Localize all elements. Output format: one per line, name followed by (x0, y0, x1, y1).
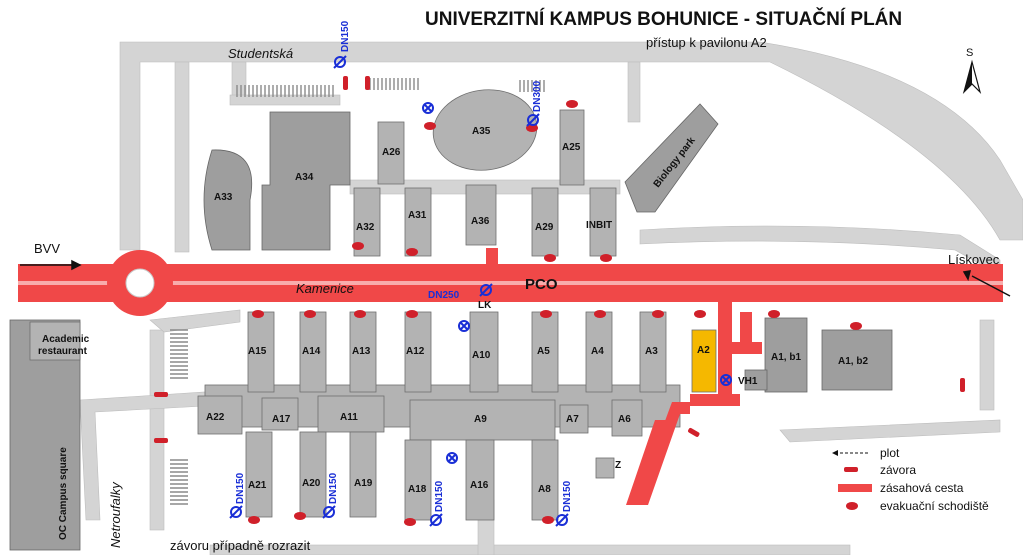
bld-a13: A13 (352, 346, 371, 357)
legend-zavora: závora (880, 463, 916, 477)
street-netroufalky: Netroufalky (108, 481, 123, 548)
street-liskovec: Lískovec (948, 252, 1000, 267)
bld-a19: A19 (354, 478, 373, 489)
bld-a1-b2: A1, b2 (838, 356, 868, 367)
bld-a16: A16 (470, 480, 489, 491)
bld-a7: A7 (566, 414, 579, 425)
street-kamenice: Kamenice (296, 281, 354, 296)
map-subtitle: přístup k pavilonu A2 (646, 35, 767, 50)
arrow-bvv-icon (20, 259, 82, 271)
bld-a33: A33 (214, 192, 233, 203)
bld-a2: A2 (697, 345, 710, 356)
pipe-labels: DN150 DN300 DN250 DN150 DN150 DN150 DN15… (235, 20, 573, 512)
pco-label: PCO (525, 276, 558, 293)
bld-a17: A17 (272, 414, 291, 425)
bld-a25: A25 (562, 142, 581, 153)
dn300: DN300 (532, 80, 543, 112)
bld-a31: A31 (408, 210, 427, 221)
legend: plot závora zásahová cesta evakuační sch… (832, 446, 989, 513)
bld-a11: A11 (340, 412, 358, 423)
dn150-a18: DN150 (434, 480, 445, 512)
bld-a9: A9 (474, 414, 487, 425)
lk-label: LK (478, 300, 492, 311)
bld-a4: A4 (591, 346, 604, 357)
vh1-label: VH1 (738, 376, 758, 387)
north-label: S (966, 47, 973, 59)
street-bvv: BVV (34, 241, 60, 256)
access-route (486, 248, 762, 505)
bld-a21: A21 (248, 480, 267, 491)
map-title: UNIVERZITNÍ KAMPUS BOHUNICE - SITUAČNÍ P… (425, 8, 902, 30)
bld-a36: A36 (471, 216, 490, 227)
building-labels: A34 A33 A26 A35 A25 A32 A31 A36 A29 INBI… (206, 126, 868, 495)
bld-a20: A20 (302, 478, 321, 489)
dn150-north: DN150 (340, 20, 351, 52)
north-arrow-icon: S (962, 47, 982, 95)
bld-a26: A26 (382, 147, 401, 158)
building-a2-highlight (691, 329, 717, 393)
oc-campus-square-label: OC Campus square (58, 447, 69, 540)
south-buildings (9, 311, 893, 551)
bld-a22: A22 (206, 412, 225, 423)
service-roads (79, 41, 1023, 555)
bld-a15: A15 (248, 346, 267, 357)
bld-a1-b1: A1, b1 (771, 352, 801, 363)
bld-inbit: INBIT (586, 220, 612, 231)
barrier-markers (154, 76, 965, 526)
bld-a12: A12 (406, 346, 425, 357)
dn150-a8: DN150 (562, 480, 573, 512)
bld-a8: A8 (538, 484, 551, 495)
legend-zasahova-cesta: zásahová cesta (880, 481, 964, 495)
bld-a18: A18 (408, 484, 427, 495)
academic-restaurant-line2: restaurant (38, 346, 88, 357)
note-barrier: závoru případně rozrazit (170, 538, 311, 553)
dn250: DN250 (428, 290, 460, 301)
bld-a32: A32 (356, 222, 375, 233)
academic-restaurant-line1: Academic (42, 334, 90, 345)
bld-a5: A5 (537, 346, 550, 357)
north-buildings (203, 89, 719, 257)
bld-a29: A29 (535, 222, 554, 233)
street-studentska: Studentská (228, 46, 293, 61)
bld-a10: A10 (472, 350, 491, 361)
legend-plot: plot (880, 446, 900, 460)
bld-a35: A35 (472, 126, 491, 137)
bld-a34: A34 (295, 172, 314, 183)
pipe-markers (229, 55, 732, 527)
z-label: Z (615, 460, 621, 471)
kamenice-road (18, 250, 1003, 316)
bld-a6: A6 (618, 414, 631, 425)
bld-a3: A3 (645, 346, 658, 357)
parking-areas (170, 78, 545, 505)
dn150-a20: DN150 (328, 472, 339, 504)
legend-evakuacni-schodiste: evakuační schodiště (880, 499, 989, 513)
dn150-a21: DN150 (235, 472, 246, 504)
bld-a14: A14 (302, 346, 321, 357)
arrow-liskovec-icon (962, 270, 1011, 297)
